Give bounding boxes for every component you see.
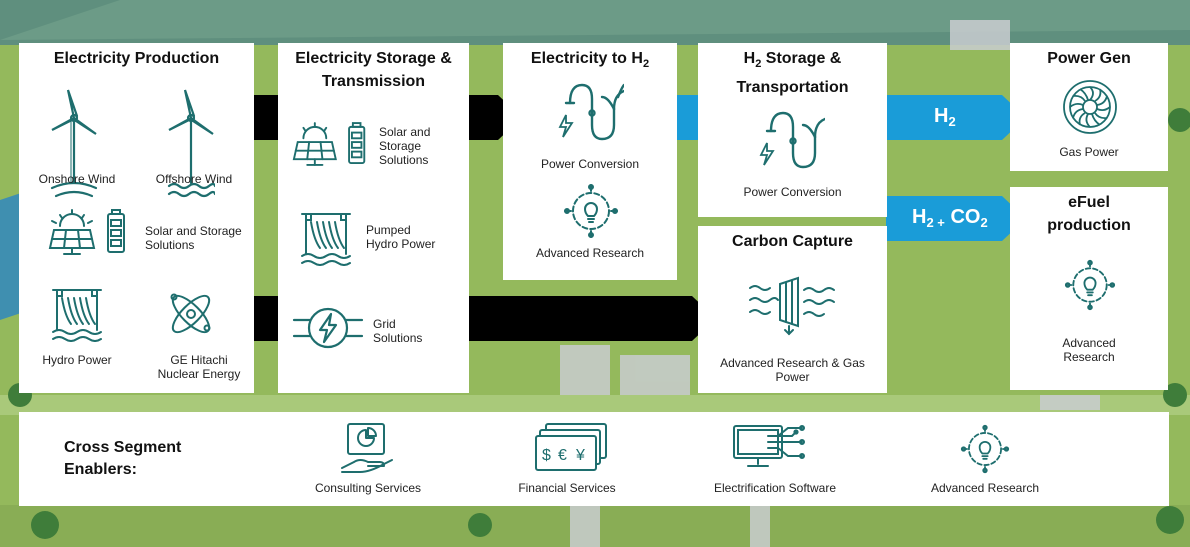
turbine-icon [1062, 79, 1118, 135]
carbon-capture-title: Carbon Capture [732, 233, 853, 250]
electricity-to-h2-title: Electricity to H2 [530, 50, 650, 71]
h2-storage-box: H2 Storage & Transportation Power Conver… [698, 43, 887, 217]
advanced-research-label: Advanced Research [930, 481, 1040, 495]
power-conversion-icon [558, 79, 624, 147]
power-gen-title: Power Gen [1047, 50, 1131, 67]
power-conversion-label: Power Conversion [540, 157, 640, 171]
svg-text:€: € [558, 447, 567, 464]
advanced-research-label: Advanced Research [1062, 336, 1116, 364]
hydro-dam-icon [300, 210, 352, 266]
atom-icon [165, 286, 217, 342]
solar-storage-icon [48, 208, 130, 256]
advanced-research-gas-power-label: Advanced Research & Gas Power [720, 356, 865, 384]
h2-co2-arrow-label: H2 + CO2 [912, 206, 988, 230]
electricity-storage-box: Electricity Storage & Transmission Solar… [278, 43, 469, 393]
svg-text:$: $ [542, 447, 551, 464]
advanced-research-label: Advanced Research [535, 246, 645, 260]
flow-arrow-h2 [886, 95, 1026, 140]
power-gen-box: Power Gen Gas Power [1010, 43, 1168, 171]
hydro-power-label: Hydro Power [42, 353, 112, 367]
h2-storage-title: H2 Storage & Transportation [736, 50, 849, 97]
software-monitor-icon [732, 422, 808, 470]
solar-storage-label: Solar and Storage Solutions [379, 125, 431, 167]
nuclear-energy-label: GE Hitachi Nuclear Energy [157, 353, 241, 381]
electrification-software-label: Electrification Software [713, 481, 837, 495]
svg-text:¥: ¥ [575, 447, 585, 464]
solar-storage-label: Solar and Storage Solutions [145, 224, 242, 252]
lightning-circle-icon [292, 305, 364, 351]
consulting-services-label: Consulting Services [314, 481, 422, 495]
onshore-wind-label: Onshore Wind [38, 172, 116, 186]
research-bulb-icon [563, 183, 619, 239]
flow-arrow-h2-co2 [886, 196, 1026, 241]
offshore-wind-label: Offshore Wind [155, 172, 233, 186]
electricity-to-h2-box: Electricity to H2 Power Conversion Advan… [503, 43, 677, 280]
electricity-storage-title: Electricity Storage & Transmission [295, 50, 452, 90]
efuel-production-title: eFuel production [1047, 194, 1131, 234]
research-bulb-icon [960, 424, 1010, 474]
cross-segment-enablers-title: Cross Segment Enablers: [64, 439, 182, 478]
power-conversion-label: Power Conversion [743, 185, 842, 199]
carbon-capture-box: Carbon Capture Advanced Research & Gas P… [698, 226, 887, 393]
research-bulb-icon [1064, 259, 1116, 311]
electricity-production-box: Electricity Production Onshore Wind Offs… [19, 43, 254, 393]
grid-solutions-label: Grid Solutions [373, 317, 423, 345]
money-icon: $ € ¥ [534, 422, 608, 472]
electricity-production-title: Electricity Production [53, 50, 220, 67]
power-conversion-icon [759, 107, 825, 175]
onshore-wind-icon [50, 88, 98, 208]
gas-power-label: Gas Power [1059, 145, 1119, 159]
h2-arrow-label: H2 [934, 105, 956, 129]
financial-services-label: Financial Services [518, 481, 616, 495]
carbon-filter-icon [748, 276, 838, 336]
hydro-dam-icon [51, 286, 103, 342]
consulting-icon [340, 422, 396, 474]
efuel-production-box: eFuel production Advanced Research [1010, 187, 1168, 390]
pumped-hydro-label: Pumped Hydro Power [366, 223, 436, 251]
offshore-wind-icon [167, 88, 215, 208]
solar-storage-icon [292, 121, 370, 167]
